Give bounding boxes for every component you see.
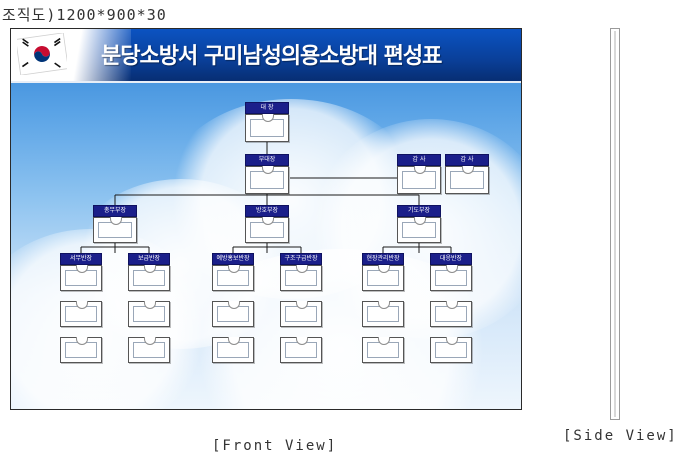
team-slot: 예방홍보반장 <box>212 253 254 363</box>
photo-frame <box>362 337 404 363</box>
photo-frame <box>245 114 289 142</box>
auditor-slot-2: 감 사 <box>445 154 489 194</box>
team-label: 대응반장 <box>430 253 472 265</box>
team-label: 현장관리반장 <box>362 253 404 265</box>
photo-frame <box>60 337 102 363</box>
auditor-label: 감 사 <box>397 154 441 166</box>
photo-frame <box>212 265 254 291</box>
photo-frame <box>280 301 322 327</box>
division-label: 기도부장 <box>397 205 441 217</box>
team-label: 구조구급반장 <box>280 253 322 265</box>
team-label: 서무반장 <box>60 253 102 265</box>
chief-slot: 대 장 <box>245 102 289 142</box>
team-slot: 서무반장 <box>60 253 102 363</box>
chief-label: 대 장 <box>245 102 289 114</box>
board-title: 분당소방서 구미남성의용소방대 편성표 <box>101 44 442 69</box>
auditor-slot-1: 감 사 <box>397 154 441 194</box>
team-label: 보급반장 <box>128 253 170 265</box>
team-slot: 현장관리반장 <box>362 253 404 363</box>
photo-frame <box>280 265 322 291</box>
deputy-slot: 부대장 <box>245 154 289 194</box>
photo-frame <box>430 301 472 327</box>
team-slot: 대응반장 <box>430 253 472 363</box>
photo-frame <box>445 166 489 194</box>
photo-frame <box>212 337 254 363</box>
photo-frame <box>212 301 254 327</box>
photo-frame <box>362 301 404 327</box>
photo-frame <box>128 337 170 363</box>
deputy-label: 부대장 <box>245 154 289 166</box>
photo-frame <box>128 301 170 327</box>
photo-frame <box>280 337 322 363</box>
team-slot: 보급반장 <box>128 253 170 363</box>
photo-frame <box>397 217 441 243</box>
photo-frame <box>397 166 441 194</box>
taegukgi-flag-icon <box>17 33 67 75</box>
division-label: 방호부장 <box>245 205 289 217</box>
photo-frame <box>430 337 472 363</box>
photo-frame <box>128 265 170 291</box>
front-view-board: 분당소방서 구미남성의용소방대 편성표 대 장 부대장 <box>10 28 522 410</box>
front-view-caption: [Front View] <box>212 438 338 454</box>
photo-frame <box>362 265 404 291</box>
team-label: 예방홍보반장 <box>212 253 254 265</box>
team-slot: 구조구급반장 <box>280 253 322 363</box>
photo-frame <box>245 217 289 243</box>
side-view-panel <box>610 28 620 420</box>
photo-frame <box>245 166 289 194</box>
auditor-label: 감 사 <box>445 154 489 166</box>
spec-label: 조직도)1200*900*30 <box>2 6 167 24</box>
division-slot-admin: 총무부장 <box>93 205 137 243</box>
photo-frame <box>93 217 137 243</box>
title-banner: 분당소방서 구미남성의용소방대 편성표 <box>11 29 521 83</box>
photo-frame <box>60 301 102 327</box>
division-slot-third: 기도부장 <box>397 205 441 243</box>
division-slot-protection: 방호부장 <box>245 205 289 243</box>
photo-frame <box>430 265 472 291</box>
division-label: 총무부장 <box>93 205 137 217</box>
side-view-caption: [Side View] <box>563 428 678 444</box>
photo-frame <box>60 265 102 291</box>
